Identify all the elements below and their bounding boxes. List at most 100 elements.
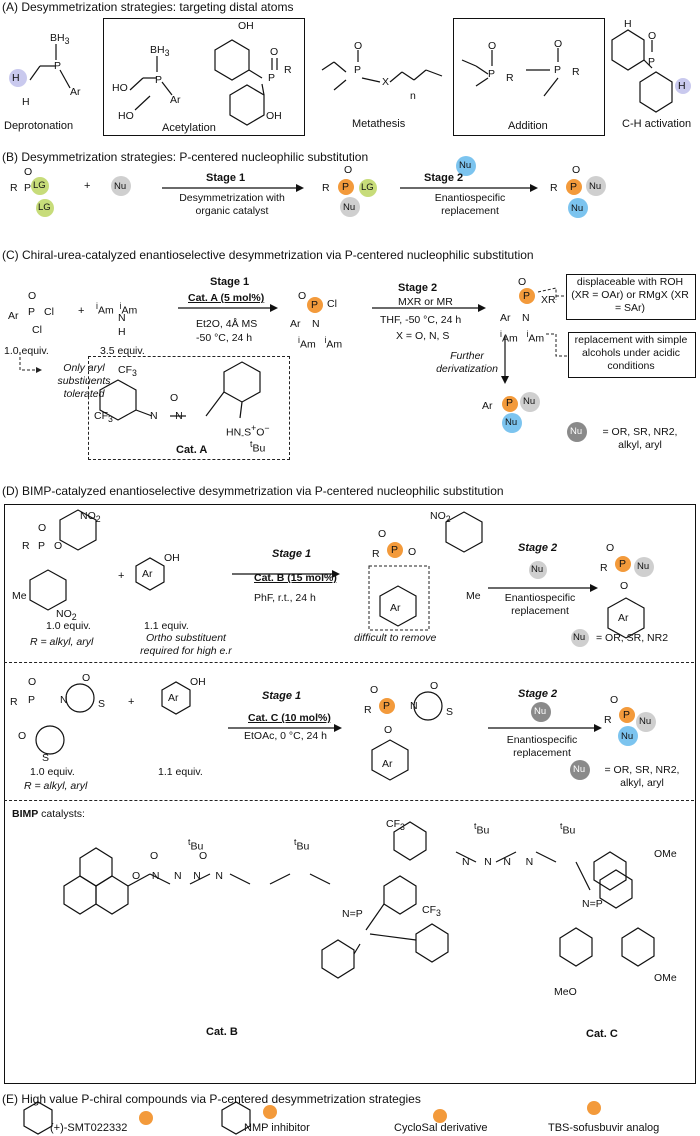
r-text: R (322, 182, 330, 194)
cat-a-loading: Cat. A (5 mol%) (188, 292, 265, 304)
s-atom: S (42, 752, 50, 764)
ortho-note: Ortho substituent required for high e.r (140, 632, 232, 657)
n-atom: N (312, 318, 320, 330)
stage1-label: Stage 1 (272, 548, 312, 560)
ho-text: HO (112, 82, 128, 94)
r-text: R (10, 696, 18, 708)
r-text: R (550, 182, 558, 194)
r-text: R (10, 182, 18, 194)
o-atom: O (518, 276, 527, 288)
section-b-heading: (B) Desymmetrization strategies: P-cente… (2, 150, 369, 164)
replacement-text: replacement with simple alcohols under a… (574, 334, 688, 372)
p-atom: P (391, 544, 399, 556)
h-text: H (12, 72, 20, 84)
cat-b-loading: Cat. B (15 mol%) (254, 572, 337, 584)
equiv-2: 1.1 equiv. (144, 620, 189, 632)
stage1-label: Stage 1 (206, 172, 246, 184)
cl-text: Cl (44, 306, 54, 318)
p-atom: P (28, 694, 36, 706)
n-atom: N (60, 694, 68, 706)
r-text: R (604, 714, 612, 726)
stage1-label: Stage 1 (262, 690, 302, 702)
bh3-text: BH3 (150, 44, 170, 59)
n-text: n (410, 90, 416, 102)
plus-sign: + (78, 305, 85, 317)
h-text: H (22, 96, 30, 108)
cat-a-box (88, 356, 290, 460)
ar-text: Ar (618, 612, 629, 624)
cond2c: X = O, N, S (396, 330, 450, 342)
p-atom: P (342, 181, 350, 193)
ar-text: Ar (168, 692, 179, 704)
ar-text: Ar (170, 94, 181, 106)
ome-text: OMe (654, 972, 677, 984)
ar-text: Ar (142, 568, 153, 580)
p-atom: P (54, 60, 62, 72)
compound-label-sofusbuvir: TBS-sofusbuvir analog (548, 1122, 660, 1134)
acetylation-box (103, 18, 305, 136)
ar-text: Ar (8, 310, 19, 322)
stage1-description: Desymmetrization with organic catalyst (179, 192, 285, 217)
enantiospecific-text: Enantiospecific replacement (506, 734, 578, 759)
o-atom: O (82, 672, 91, 684)
stage2-description: Enantiospecific replacement (434, 192, 506, 217)
nu-label: Nu (589, 181, 602, 192)
oh-text: OH (238, 20, 254, 32)
p-atom: P (570, 181, 578, 193)
nu-definition: = OR, SR, NR2, alkyl, aryl (604, 764, 680, 789)
n-p-text: N=P (342, 908, 363, 920)
lg-label: LG (33, 180, 46, 191)
ar-text: Ar (482, 400, 493, 412)
s-atom: S (446, 706, 454, 718)
o-atom: O (344, 164, 353, 176)
p-atom: P (623, 709, 631, 721)
section-a-heading: (A) Desymmetrization strategies: targeti… (2, 0, 294, 14)
equiv-1: 1.0 equiv. (46, 620, 91, 632)
o-atom: O (170, 392, 179, 404)
stage2-label: Stage 2 (518, 542, 558, 554)
p-atom: P (488, 68, 496, 80)
cat-c-structure-text: N N N N (462, 856, 534, 868)
p-atom: P (523, 290, 531, 302)
xr-text: XR (541, 294, 556, 306)
nu-label: Nu (570, 426, 583, 437)
divider (4, 800, 694, 801)
displaceable-text: displaceable with ROH (XR = OAr) or RMgX… (571, 276, 689, 314)
s-atom: S (98, 698, 106, 710)
cat-b-label: Cat. B (206, 1026, 238, 1038)
stage1-label: Stage 1 (210, 276, 250, 288)
tbu-text: tBu (560, 821, 576, 837)
p-atom: P (383, 700, 391, 712)
cond2a: MXR or MR (398, 296, 453, 308)
section-a-structures (9, 29, 691, 126)
r-text: R (284, 64, 292, 76)
r-definition: R = alkyl, aryl (24, 780, 88, 792)
n-p-text: N=P (582, 898, 603, 910)
p-atom: P (268, 72, 276, 84)
ho-text: HO (118, 110, 134, 122)
compound-label-smt: (+)-SMT022332 (50, 1122, 128, 1134)
o-atom: O (354, 40, 363, 52)
o-atom: O (554, 38, 563, 50)
r-definition: R = alkyl, aryl (30, 636, 94, 648)
oh-text: OH (266, 110, 282, 122)
o-atom: O (408, 546, 417, 558)
me-text: Me (12, 590, 27, 602)
r-text: R (22, 540, 30, 552)
nu-label: Nu (343, 202, 356, 213)
cl-text: Cl (32, 324, 42, 336)
lg-label: LG (38, 202, 51, 213)
sulfinamide-text: HN-S+O− (226, 423, 270, 441)
section-e-heading: (E) High value P-chiral compounds via P-… (2, 1092, 421, 1106)
nu-label: Nu (114, 181, 127, 192)
meo-text: MeO (554, 986, 577, 998)
tbu-text: tBu (474, 821, 490, 837)
o-atom: O (18, 730, 27, 742)
p-atom: P (155, 74, 163, 86)
nu-label: Nu (505, 417, 518, 428)
cond2: EtOAc, 0 °C, 24 h (244, 730, 327, 742)
r-text: R (600, 562, 608, 574)
o-atom: O (648, 30, 657, 42)
cond1a: Et2O, 4Å MS (196, 318, 258, 330)
equiv-1: 1.0 equiv. (30, 766, 75, 778)
